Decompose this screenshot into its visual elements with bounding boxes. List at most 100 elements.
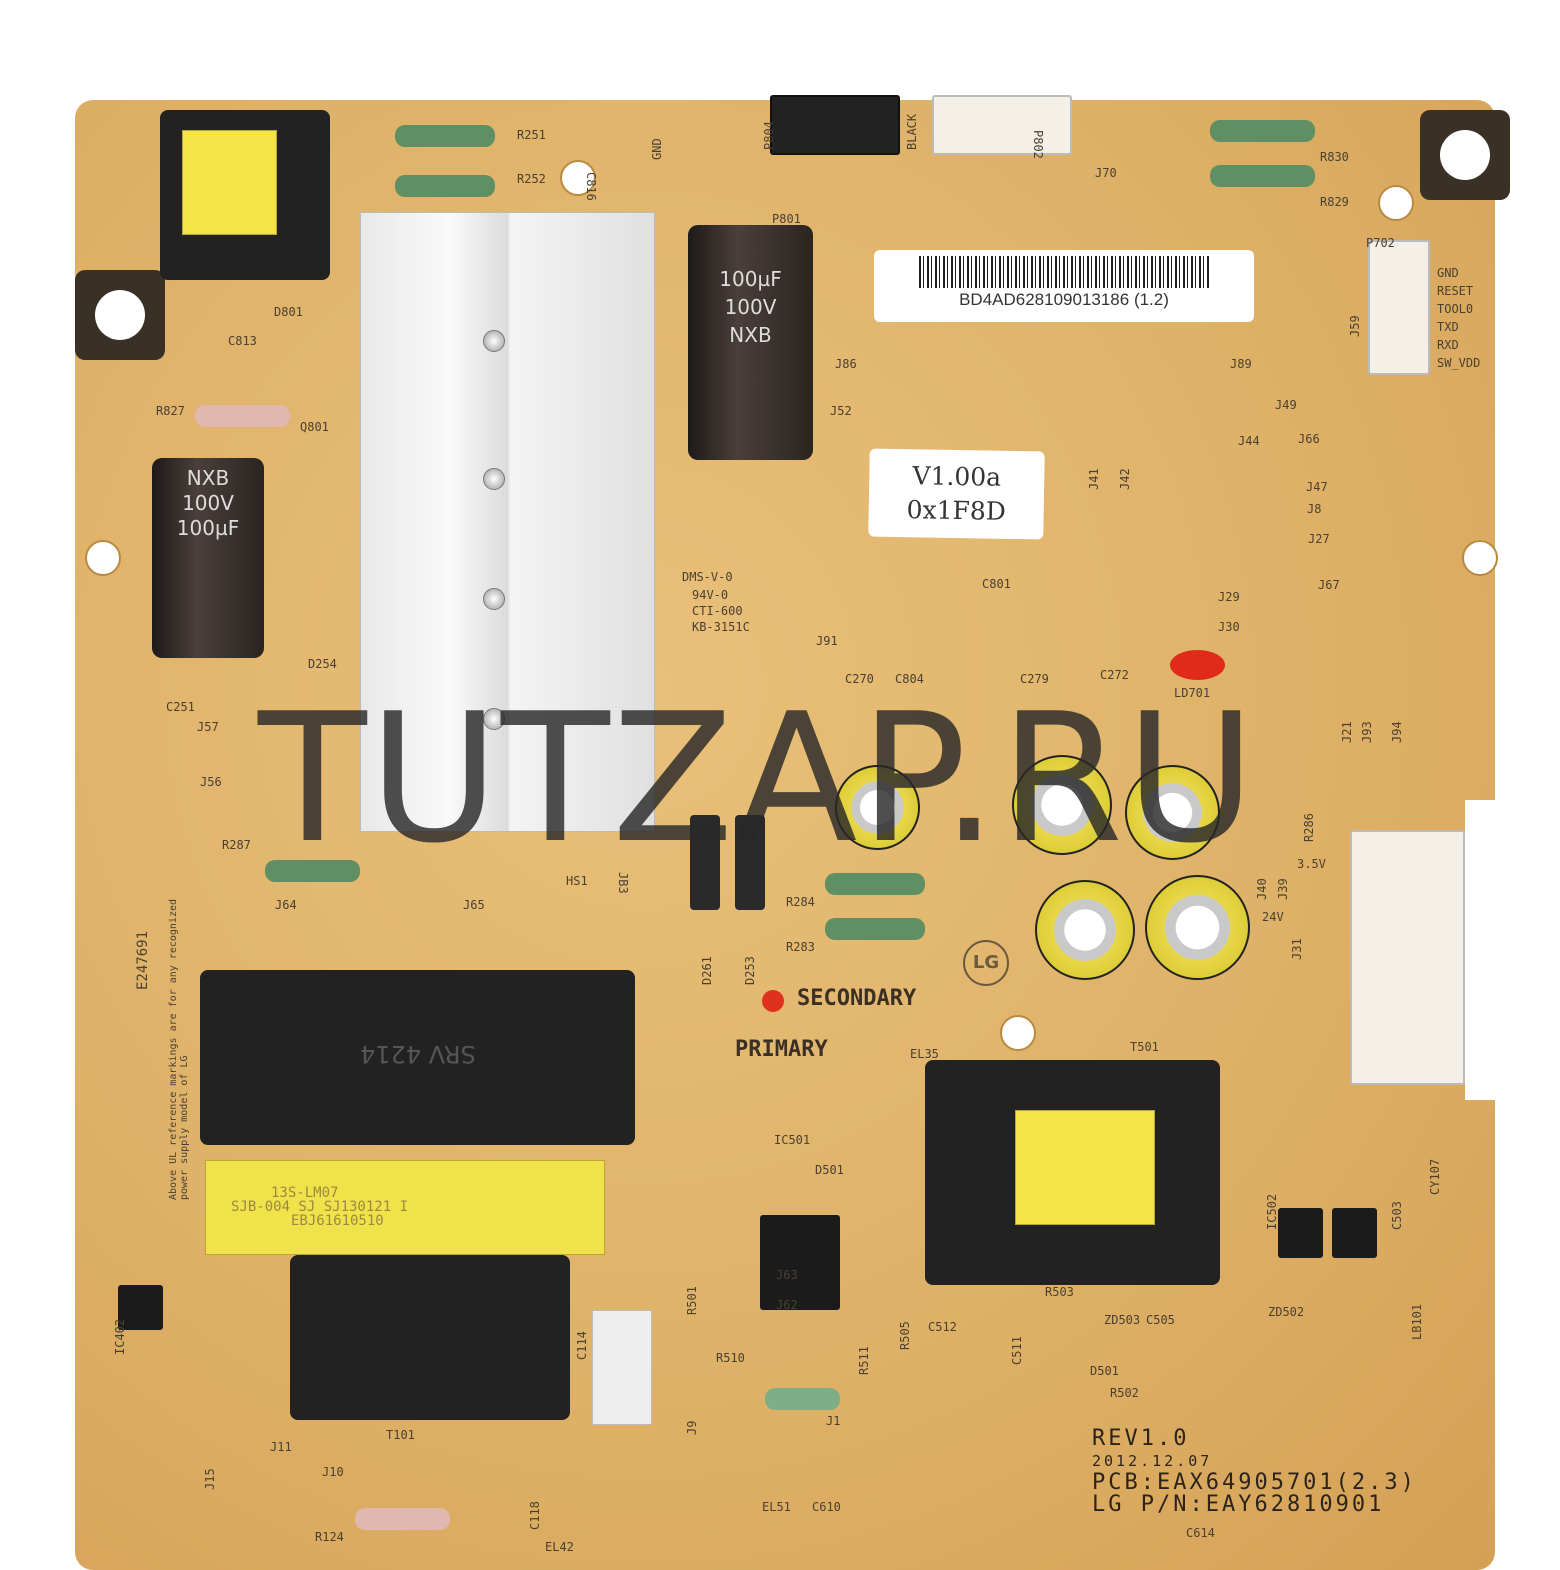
silkscreen-label: R501 <box>685 1286 699 1315</box>
silkscreen-label: R511 <box>857 1346 871 1375</box>
connector-p802 <box>932 95 1072 155</box>
silkscreen-label: T101 <box>386 1428 415 1442</box>
board-edge-notch <box>1465 800 1560 1100</box>
silkscreen-label: J52 <box>830 404 852 418</box>
firmware-checksum: 0x1F8D <box>906 495 1007 526</box>
silkscreen-label: C503 <box>1390 1201 1404 1230</box>
silkscreen-label: J11 <box>270 1440 292 1454</box>
mounting-hole <box>1378 185 1414 221</box>
resistor-r251 <box>395 125 495 147</box>
silkscreen-label: D261 <box>700 956 714 985</box>
transformer-label: 13S-LM07 SJB-004 SJ SJ130121 I EBJ616105… <box>205 1160 605 1255</box>
silkscreen-label: ZD502 <box>1268 1305 1305 1319</box>
silkscreen-label: P804 <box>762 121 776 150</box>
silkscreen-label: P802 <box>1031 130 1045 159</box>
capacitor-c272 <box>1125 765 1220 860</box>
silkscreen-label: D501 <box>1090 1364 1119 1378</box>
cap-brand: NXB <box>729 323 772 347</box>
silkscreen-label: J91 <box>816 634 838 648</box>
capacitor-c279 <box>1012 755 1112 855</box>
ul-file-number: E247691 <box>135 930 151 990</box>
mounting-hole <box>1000 1015 1036 1051</box>
silkscreen-label: SW_VDD <box>1437 356 1481 370</box>
silkscreen-label: 94V-0 <box>692 588 729 602</box>
silkscreen-label: R829 <box>1320 195 1349 209</box>
ic402 <box>118 1285 163 1330</box>
silkscreen-label: R505 <box>898 1321 912 1350</box>
silkscreen-label: 3.5V <box>1297 857 1326 871</box>
capacitor-c20y <box>1145 875 1250 980</box>
board-date: 2012.12.07 <box>1092 1452 1213 1470</box>
silkscreen-label: P801 <box>772 212 801 226</box>
silkscreen-label: J65 <box>463 898 485 912</box>
cap-voltage: 100V <box>182 491 234 515</box>
silkscreen-label: R510 <box>716 1351 745 1365</box>
silkscreen-label: J59 <box>1348 315 1362 337</box>
silkscreen-label: T501 <box>1130 1040 1159 1054</box>
secondary-marker-dot <box>762 990 784 1012</box>
silkscreen-label: TOOL0 <box>1437 302 1474 316</box>
cap-capacitance: 100µF <box>176 516 240 540</box>
silkscreen-label: R284 <box>786 895 815 909</box>
silkscreen-label: C816 <box>584 172 598 201</box>
silkscreen-label: C804 <box>895 672 924 686</box>
silkscreen-label: LB101 <box>1410 1303 1424 1340</box>
silkscreen-label: J47 <box>1306 480 1328 494</box>
main-transformer-top: SRV 4214 <box>200 970 635 1145</box>
silkscreen-label: J62 <box>776 1298 798 1312</box>
silkscreen-label: J56 <box>200 775 222 789</box>
secondary-zone-label: SECONDARY <box>797 986 917 1011</box>
silkscreen-label: CY107 <box>1428 1158 1442 1195</box>
silkscreen-label: J49 <box>1275 398 1297 412</box>
silkscreen-label: P702 <box>1366 236 1395 250</box>
silkscreen-label: GND <box>650 138 664 160</box>
transformer-line2: SJB-004 SJ SJ130121 I <box>231 1199 409 1215</box>
transformer-line1: 13S-LM07 <box>271 1185 339 1201</box>
silkscreen-label: J39 <box>1276 878 1290 900</box>
silkscreen-label: R827 <box>156 404 185 418</box>
silkscreen-label: J70 <box>1095 166 1117 180</box>
silkscreen-label: J1 <box>826 1414 841 1428</box>
silkscreen-label: R124 <box>315 1530 344 1544</box>
connector-p201 <box>1350 830 1465 1085</box>
board-rev: REV1.0 <box>1092 1426 1190 1451</box>
silkscreen-label: D254 <box>308 657 337 671</box>
silkscreen-label: 24V <box>1262 910 1284 924</box>
serial-number: BD4AD628109013186 (1.2) <box>959 290 1169 309</box>
firmware-sticker: V1.00a 0x1F8D <box>868 448 1045 540</box>
silkscreen-label: C272 <box>1100 668 1129 682</box>
screw-icon <box>483 588 505 610</box>
transformer-model: SRV 4214 <box>360 1040 476 1068</box>
silkscreen-label: J21 <box>1340 721 1354 743</box>
silkscreen-label: RESET <box>1437 284 1474 298</box>
silkscreen-label: J9 <box>685 1420 699 1435</box>
silkscreen-label: CTI-600 <box>692 604 743 618</box>
silkscreen-label: IC402 <box>113 1318 127 1355</box>
silkscreen-label: C114 <box>575 1331 589 1360</box>
serial-barcode-sticker: BD4AD628109013186 (1.2) <box>874 250 1254 322</box>
silkscreen-label: D253 <box>743 956 757 985</box>
heatsink <box>360 212 655 832</box>
watermark: TUTZAP.RU <box>258 675 1258 882</box>
ul-note: Above UL reference markings are for any … <box>168 898 190 1200</box>
silkscreen-label: GND <box>1437 266 1459 280</box>
ic502 <box>1278 1208 1323 1258</box>
cap-voltage: 100V <box>724 295 777 319</box>
capacitor-c270 <box>835 765 920 850</box>
silkscreen-label: R252 <box>517 172 546 186</box>
silkscreen-label: RXD <box>1437 338 1459 352</box>
silkscreen-label: R502 <box>1110 1386 1139 1400</box>
ic503 <box>1332 1208 1377 1258</box>
silkscreen-label: R287 <box>222 838 251 852</box>
primary-zone-label: PRIMARY <box>735 1037 828 1062</box>
silkscreen-label: J27 <box>1308 532 1330 546</box>
silkscreen-label: J30 <box>1218 620 1240 634</box>
silkscreen-label: C813 <box>228 334 257 348</box>
silkscreen-label: C610 <box>812 1500 841 1514</box>
resistor-r124 <box>355 1508 450 1530</box>
silkscreen-label: J8 <box>1307 502 1322 516</box>
transformer-line3: EBJ61610510 <box>291 1213 384 1229</box>
resistor-r827 <box>195 405 290 427</box>
connector-p702 <box>1368 240 1430 375</box>
corner-mount <box>75 270 165 360</box>
